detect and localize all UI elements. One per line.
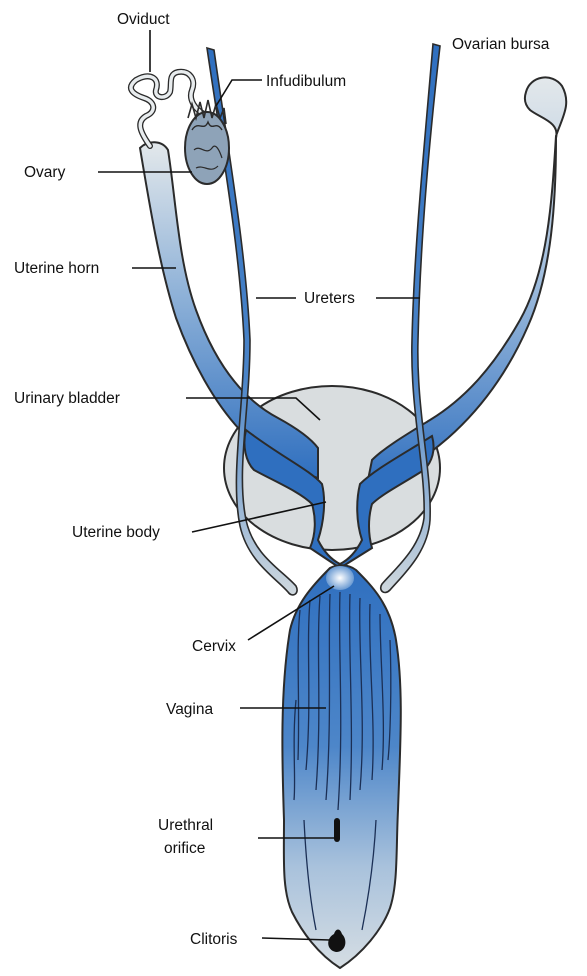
label-urethral-orifice-line2: orifice [164, 840, 205, 857]
ovary [185, 112, 229, 184]
label-vagina: Vagina [166, 701, 213, 718]
label-ovary: Ovary [24, 164, 66, 181]
label-urethral-orifice-line1: Urethral [158, 817, 213, 834]
vagina [282, 565, 400, 968]
label-ureters: Ureters [304, 290, 355, 307]
label-uterine-horn: Uterine horn [14, 260, 99, 277]
label-urinary-bladder: Urinary bladder [14, 390, 120, 407]
cervix [326, 566, 354, 590]
label-ovarian-bursa: Ovarian bursa [452, 36, 550, 53]
label-clitoris: Clitoris [190, 931, 238, 948]
label-uterine-body: Uterine body [72, 524, 160, 541]
label-infundibulum: Infudibulum [266, 73, 346, 90]
label-cervix: Cervix [192, 638, 236, 655]
label-oviduct: Oviduct [117, 11, 170, 28]
